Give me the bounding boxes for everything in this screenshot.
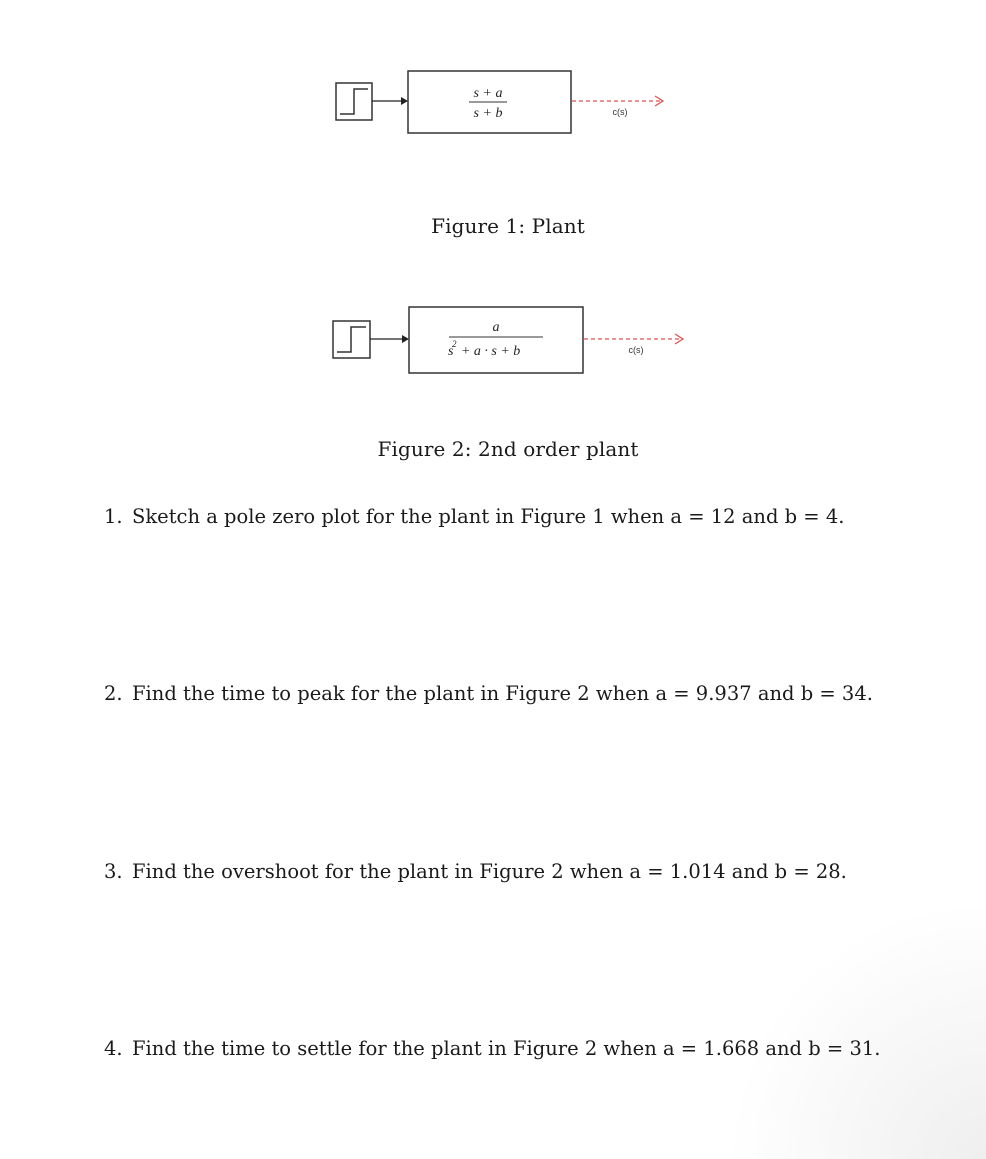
question-number: 3. (104, 860, 123, 883)
input-arrow (372, 97, 408, 105)
figure-2-caption: Figure 2: 2nd order plant (377, 437, 639, 461)
tf-numerator: s + a (474, 86, 503, 101)
page-shading (726, 899, 986, 1159)
tf-denominator-s: s (448, 344, 454, 359)
output-signal-line (572, 95, 665, 107)
question-number: 4. (104, 1037, 123, 1060)
question-3: 3. Find the overshoot for the plant in Fi… (104, 860, 847, 883)
tf-numerator: a (493, 320, 500, 335)
step-input-block (335, 82, 373, 121)
figure-1-caption: Figure 1: Plant (431, 214, 585, 238)
tf-denominator-power: 2 (452, 339, 457, 349)
figure-1-block-diagram: s + a s + b c(s) (335, 70, 665, 134)
input-arrow (370, 335, 409, 343)
question-4: 4. Find the time to settle for the plant … (104, 1037, 880, 1060)
question-text: Find the overshoot for the plant in Figu… (132, 860, 847, 883)
output-label: c(s) (613, 107, 628, 117)
question-2: 2. Find the time to peak for the plant in… (104, 682, 873, 705)
question-text: Find the time to peak for the plant in F… (132, 682, 873, 705)
tf-denominator: s + b (474, 106, 503, 121)
question-number: 2. (104, 682, 123, 705)
figure-2-block-diagram: a s 2 + a · s + b c(s) (332, 306, 685, 374)
question-text: Sketch a pole zero plot for the plant in… (132, 505, 845, 528)
figure-1-diagram: s + a s + b c(s) (0, 0, 986, 160)
figure-2-diagram: a s 2 + a · s + b c(s) (0, 290, 986, 390)
output-signal-line (584, 333, 685, 345)
output-label: c(s) (629, 345, 644, 355)
tf-denominator: s 2 + a · s + b (448, 336, 520, 359)
transfer-function-block (408, 306, 584, 374)
question-text: Find the time to settle for the plant in… (132, 1037, 881, 1060)
tf-denominator-rest: + a · s + b (461, 344, 520, 359)
question-1: 1. Sketch a pole zero plot for the plant … (104, 505, 844, 528)
question-number: 1. (104, 505, 123, 528)
step-input-block (332, 320, 371, 359)
